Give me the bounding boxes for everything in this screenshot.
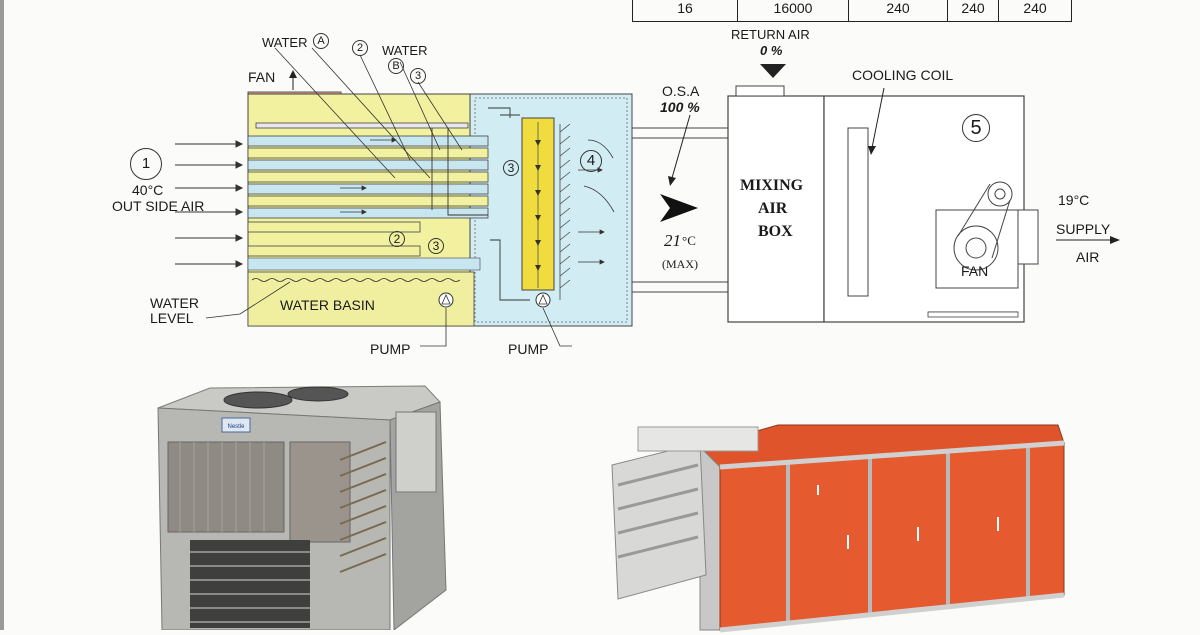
return-air-arrow xyxy=(760,64,786,78)
mid-temp-value: 21 xyxy=(664,231,681,250)
point-3-top: 3 xyxy=(410,68,426,84)
point-3-pad: 3 xyxy=(503,160,519,176)
ahu-fan-label: FAN xyxy=(961,263,989,279)
mixing-box-label-2: AIR xyxy=(758,200,788,217)
cooler-brand-badge: Nestle xyxy=(227,424,245,430)
point-3-mid: 3 xyxy=(428,238,444,254)
point-2-mid: 2 xyxy=(389,231,405,247)
water-basin-label: WATER BASIN xyxy=(280,297,375,313)
mixing-box xyxy=(727,95,825,323)
point-1: 1 xyxy=(130,148,162,180)
mixing-box-label-3: BOX xyxy=(758,223,793,240)
water-a-label: WATER xyxy=(262,35,308,50)
pad-plates xyxy=(247,135,489,257)
point-2-top: 2 xyxy=(352,40,368,56)
table-row: 16 16000 240 240 240 xyxy=(632,0,1072,22)
supply-temp: 19°C xyxy=(1058,192,1090,208)
table-cell: 16000 xyxy=(737,0,849,22)
table-cell: 16 xyxy=(632,0,738,22)
airflow-big-arrow xyxy=(660,194,698,222)
water-level-label-2: LEVEL xyxy=(150,310,194,326)
evaporative-cooler-photo: Nestle xyxy=(157,385,447,630)
scan-edge xyxy=(0,0,4,630)
osa-percent: 100 % xyxy=(660,99,700,115)
pump-1-label: PUMP xyxy=(370,341,411,357)
air-handling-unit-photo xyxy=(611,424,1065,633)
mixing-box-label-1: MIXING xyxy=(740,177,804,194)
return-air-percent: 0 % xyxy=(760,43,783,58)
mid-temp-unit: °C xyxy=(682,233,696,248)
inlet-temp: 40°C xyxy=(132,182,164,198)
supply-air-label-1: SUPPLY xyxy=(1056,221,1111,237)
water-b-label: WATER xyxy=(382,43,428,58)
outside-air-label: OUT SIDE AIR xyxy=(112,198,205,214)
water-level-label-1: WATER xyxy=(150,295,199,311)
osa-label: O.S.A xyxy=(662,83,700,99)
supply-air-label-2: AIR xyxy=(1076,249,1100,265)
cooling-coil-label: COOLING COIL xyxy=(852,67,954,83)
evaporative-cooler-schematic xyxy=(175,47,1120,347)
pump-2-label: PUMP xyxy=(508,341,549,357)
max-label: (MAX) xyxy=(662,257,698,271)
table-cell: 240 xyxy=(998,0,1072,22)
circle-b: B xyxy=(388,58,404,74)
spec-table: 16 16000 240 240 240 xyxy=(632,0,1072,22)
return-air-label: RETURN AIR xyxy=(731,27,810,42)
point-4: 4 xyxy=(580,150,602,172)
cooling-coil xyxy=(847,127,869,297)
fan-top-label: FAN xyxy=(248,69,276,85)
table-cell: 240 xyxy=(848,0,948,22)
circle-a: A xyxy=(313,33,329,49)
point-5: 5 xyxy=(962,114,990,142)
